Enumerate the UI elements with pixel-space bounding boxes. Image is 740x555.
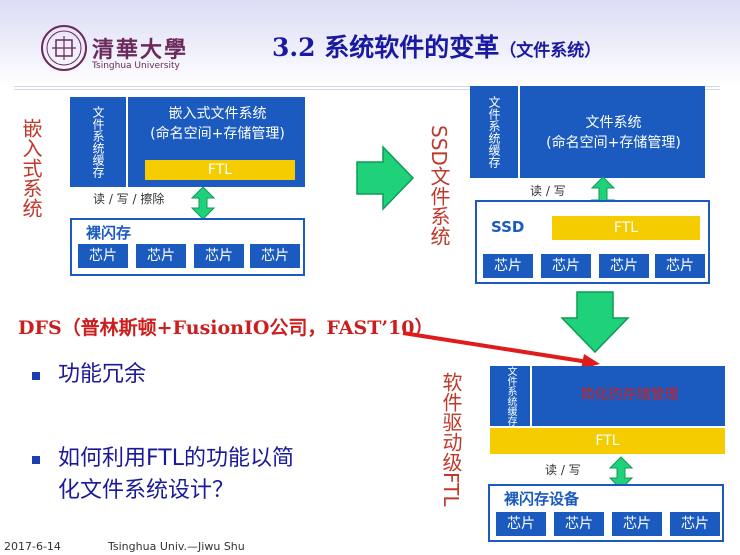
title-sub: （文件系统） (499, 41, 602, 61)
page-title: 3.2 系统软件的变革（文件系统） (272, 28, 601, 64)
simplified-fs-block: 文件系统缓存 简化的存储管理 (490, 366, 725, 426)
ftl-bar: FTL (145, 160, 295, 180)
ssd-fs-block: 文件系统缓存 文件系统 (命名空间+存储管理) (470, 86, 705, 178)
chip: 芯片 (136, 244, 186, 268)
simplified-storage-label: 简化的存储管理 (580, 387, 679, 403)
fs-name-line2: (命名空间+存储管理) (546, 135, 681, 151)
dfs-reference: DFS（普林斯顿+FusionIO公司，FAST’10） (18, 317, 434, 339)
chip: 芯片 (496, 512, 546, 536)
software-ftl-bar: FTL (490, 428, 725, 454)
chip: 芯片 (612, 512, 662, 536)
chip: 芯片 (599, 254, 649, 278)
ssd-title: SSD (491, 218, 525, 236)
ftl-bar: FTL (552, 216, 700, 240)
footer-date: 2017-6-14 (4, 540, 61, 553)
bullet-question-line2: 化文件系统设计？ (58, 478, 235, 503)
chip: 芯片 (554, 512, 604, 536)
pointer-arrow-icon (402, 331, 600, 369)
bullet-redundancy: 功能冗余 (58, 362, 147, 387)
fs-cache-cell: 文件系统缓存 (70, 97, 128, 187)
double-arrow-icon (190, 186, 216, 220)
bullet-question-line1: 如何利用FTL的功能以简 (58, 446, 294, 471)
fs-name-line1: 嵌入式文件系统 (168, 106, 267, 122)
bullet-marker (32, 456, 40, 464)
rw-erase-label: 读 / 写 / 擦除 (93, 192, 165, 206)
chip: 芯片 (541, 254, 591, 278)
ssd-fs-label: SSD文件系统 (427, 125, 451, 246)
fs-name-line2: (命名空间+存储管理) (150, 126, 285, 142)
footer-author: Tsinghua Univ.—Jiwu Shu (108, 540, 245, 553)
raw-flash-title: 裸闪存 (86, 224, 132, 242)
embedded-fs-block: 文件系统缓存 嵌入式文件系统 (命名空间+存储管理) FTL (70, 97, 305, 187)
fs-cache-cell: 文件系统缓存 (470, 86, 520, 178)
rw-label: 读 / 写 (545, 463, 581, 477)
university-seal-icon (41, 25, 87, 71)
raw-flash-block: 裸闪存 芯片 芯片 芯片 芯片 (70, 218, 305, 276)
rw-label: 读 / 写 (530, 184, 566, 198)
chip: 芯片 (78, 244, 128, 268)
raw-flash-device-title: 裸闪存设备 (504, 490, 580, 508)
bullet-marker (32, 372, 40, 380)
header-background (0, 0, 740, 86)
header-divider (14, 86, 720, 87)
chip: 芯片 (670, 512, 720, 536)
chip: 芯片 (250, 244, 300, 268)
software-ftl-label: 软件驱动级FTL (439, 372, 463, 507)
down-arrow-icon (560, 291, 630, 354)
chip: 芯片 (483, 254, 533, 278)
header-divider-2 (14, 89, 720, 90)
title-main: 3.2 系统软件的变革 (272, 33, 500, 62)
embedded-system-label: 嵌入式系统 (19, 118, 43, 218)
university-logo-subtitle: Tsinghua University (92, 61, 180, 71)
fs-name-line1: 文件系统 (585, 115, 642, 131)
raw-flash-device-block: 裸闪存设备 芯片 芯片 芯片 芯片 (488, 484, 724, 542)
right-arrow-icon (356, 145, 415, 211)
fs-cache-cell: 文件系统缓存 (490, 366, 532, 426)
chip: 芯片 (655, 254, 705, 278)
chip: 芯片 (194, 244, 244, 268)
ssd-block: SSD FTL 芯片 芯片 芯片 芯片 (475, 200, 710, 284)
university-logo-text: 清華大學 (92, 37, 189, 63)
